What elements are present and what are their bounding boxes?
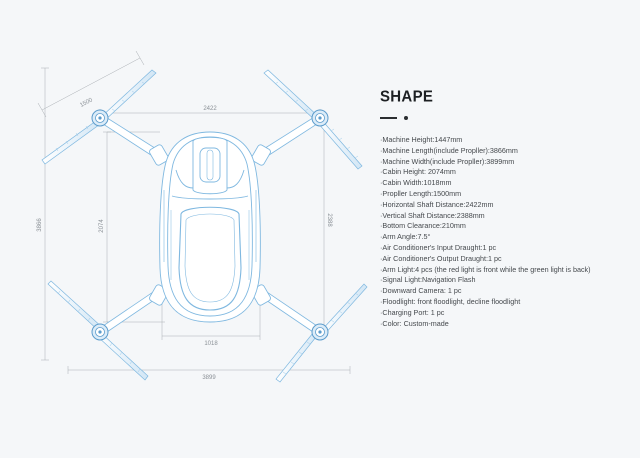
spec-item: ·Propller Length:1500mm [380, 188, 462, 198]
spec-item: ·Cabin Width:1018mm [380, 178, 452, 188]
spec-item: ·Arm Light:4 pcs (the red light is front… [380, 264, 591, 274]
drone-cabin [149, 131, 271, 323]
spec-panel: SHAPE ·Machine Height:1447mm·Machine Len… [380, 88, 635, 329]
spec-item: ·Arm Angle:7.5° [380, 232, 431, 242]
dim-label-machine-width: 3899 [202, 375, 216, 381]
spec-item: ·Floodlight: front floodlight, decline f… [380, 296, 521, 306]
drone-dimension-drawing: 1500 2422 3866 2074 2388 1018 3899 [37, 50, 368, 383]
spec-item: ·Vertical Shaft Distance:2388mm [380, 210, 485, 220]
dim-label-machine-length: 3866 [37, 218, 43, 232]
dim-label-cabin-height: 2074 [99, 219, 105, 233]
spec-item: ·Machine Length(include Propller):3866mm [380, 145, 518, 155]
dimension-lines [37, 50, 351, 374]
title-divider [380, 113, 420, 123]
dim-label-propeller: 1500 [79, 97, 94, 109]
spec-item: ·Downward Camera: 1 pc [380, 286, 462, 296]
spec-item: ·Color: Custom-made [380, 318, 449, 328]
spec-item: ·Horizontal Shaft Distance:2422mm [380, 199, 494, 209]
dim-label-cabin-width: 1018 [204, 341, 218, 347]
dim-label-vertical-shaft: 2388 [326, 213, 332, 227]
spec-item: ·Air Conditioner's Input Draught:1 pc [380, 242, 497, 252]
spec-item: ·Signal Light:Navigation Flash [380, 275, 476, 285]
spec-item: ·Air Conditioner's Output Draught:1 pc [380, 253, 502, 263]
propeller-rear-right [275, 283, 368, 383]
propeller-front-left [41, 69, 157, 165]
propeller-rear-left [47, 280, 149, 381]
dim-label-horizontal-shaft: 2422 [203, 106, 217, 112]
spec-item: ·Machine Width(include Propller):3899mm [380, 156, 515, 166]
spec-item: ·Cabin Height: 2074mm [380, 167, 456, 177]
spec-item: ·Charging Port: 1 pc [380, 307, 445, 317]
propeller-front-right [263, 69, 363, 170]
spec-item: ·Machine Height:1447mm [380, 135, 463, 144]
spec-list: ·Machine Height:1447mm·Machine Length(in… [380, 135, 635, 329]
section-title: SHAPE [380, 88, 434, 106]
spec-item: ·Bottom Clearance:210mm [380, 221, 466, 231]
